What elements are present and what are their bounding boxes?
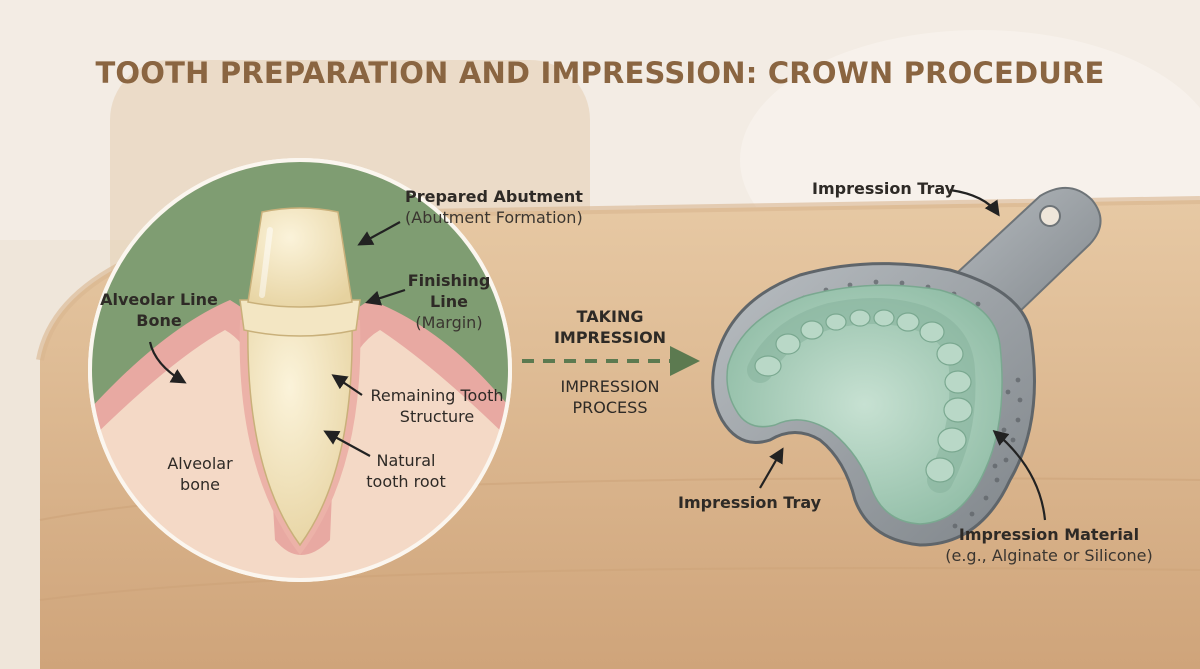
impression-tray-illustration <box>711 187 1102 547</box>
arrow-tray-top <box>949 188 1000 217</box>
arrow-tray-bottom <box>759 447 784 489</box>
arrow-impression-material <box>992 430 1047 521</box>
label-remaining-tooth-structure: Remaining Tooth Structure <box>370 386 504 426</box>
label-taking-impression: TAKING IMPRESSION <box>553 307 667 347</box>
label-alveolar-bone: Alveolar bone <box>167 454 233 494</box>
arrow-alveolar-line-bone <box>148 341 187 384</box>
label-prepared-abutment: Prepared Abutment (Abutment Formation) <box>405 187 583 227</box>
arrow-natural-root <box>323 430 371 457</box>
label-natural-tooth-root: Natural tooth root <box>366 451 446 491</box>
process-arrow <box>522 346 700 376</box>
label-finishing-line: Finishing Line (Margin) <box>407 271 491 332</box>
label-alveolar-line-bone: Alveolar Line Bone <box>100 290 218 330</box>
arrow-prepared-abutment <box>357 221 401 246</box>
finishing-line-margin <box>239 299 361 337</box>
tooth-cross-section-diagram <box>88 158 512 582</box>
tooth-root <box>247 319 353 547</box>
label-impression-material: Impression Material (e.g., Alginate or S… <box>945 525 1153 565</box>
label-impression-tray-bottom: Impression Tray <box>678 493 822 512</box>
label-impression-process: IMPRESSION PROCESS <box>560 377 660 417</box>
arrow-remaining-tooth <box>331 374 363 396</box>
arrow-finishing-line <box>365 288 406 306</box>
prepared-abutment <box>247 207 353 308</box>
alveolar-bone-area <box>90 330 510 580</box>
page-title: TOOTH PREPARATION AND IMPRESSION: CROWN … <box>95 56 1105 90</box>
label-impression-tray-top: Impression Tray <box>812 179 956 198</box>
